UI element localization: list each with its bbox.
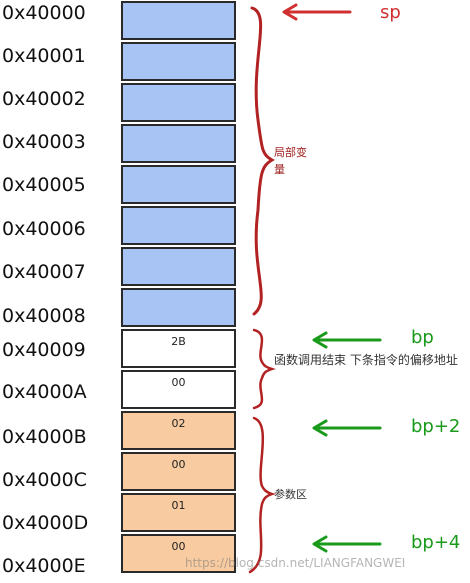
memory-cell-param: 00: [121, 452, 236, 491]
memory-cell-param: 01: [121, 493, 236, 532]
address-label: 0x40009: [2, 339, 86, 361]
address-label: 0x40005: [2, 174, 86, 196]
memory-cell-param: 00: [121, 534, 236, 573]
address-label: 0x40008: [2, 305, 86, 327]
locals-label: 局部变量: [274, 146, 307, 176]
pointer-bp-label: bp: [411, 327, 434, 348]
address-label: 0x40001: [2, 45, 86, 67]
memory-cell-local: [121, 83, 236, 122]
memory-cell-param: 02: [121, 411, 236, 450]
address-label: 0x40007: [2, 261, 86, 283]
memory-cell-return-address: 2B: [121, 329, 236, 368]
memory-cell-local: [121, 206, 236, 245]
memory-cell-local: [121, 42, 236, 81]
address-label: 0x4000D: [2, 512, 89, 534]
pointer-bp4-label: bp+4: [411, 532, 461, 553]
address-label: 0x4000B: [2, 426, 87, 448]
memory-cell-return-address: 00: [121, 370, 236, 409]
address-label: 0x4000E: [2, 555, 86, 577]
memory-cell-local: [121, 1, 236, 40]
address-label: 0x4000C: [2, 469, 87, 491]
address-label: 0x40003: [2, 131, 86, 153]
memory-cell-local: [121, 288, 236, 327]
address-label: 0x40000: [2, 2, 86, 24]
params-label: 参数区: [274, 488, 307, 501]
pointer-sp-label: sp: [380, 2, 401, 23]
address-label: 0x40006: [2, 218, 86, 240]
memory-cell-local: [121, 165, 236, 204]
memory-cell-local: [121, 247, 236, 286]
address-label: 0x4000A: [2, 381, 87, 403]
pointer-bp2-label: bp+2: [411, 416, 461, 437]
memory-cell-local: [121, 124, 236, 163]
watermark: https://blog.csdn.net/LIANGFANGWEI: [185, 556, 406, 570]
address-label: 0x40002: [2, 88, 86, 110]
return-address-label: 函数调用结束 下条指令的偏移地址: [274, 353, 458, 367]
